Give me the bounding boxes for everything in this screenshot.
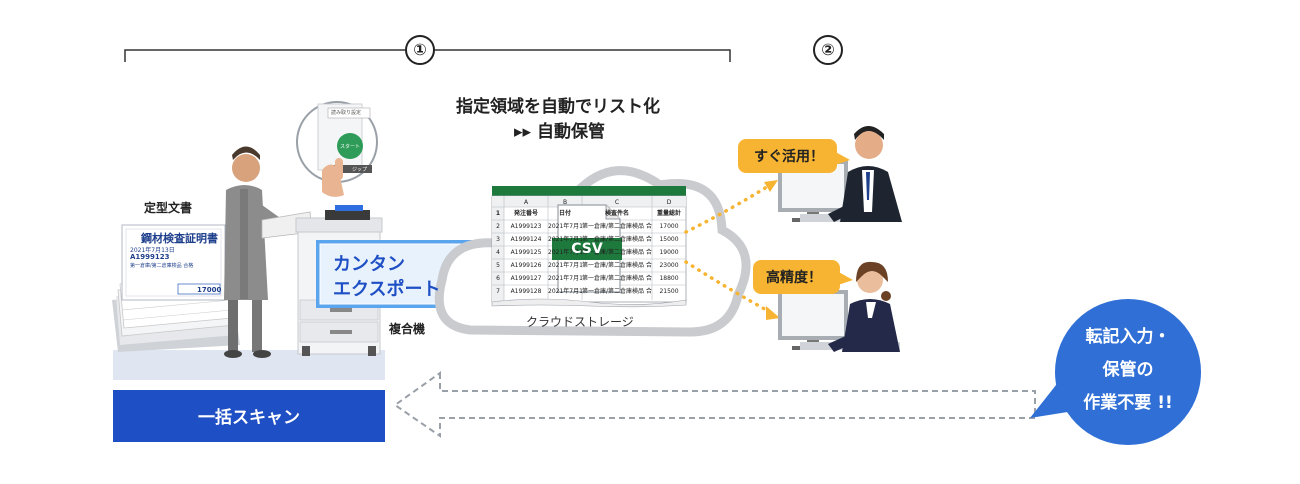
panel-top-label: 読み取り設定 <box>331 110 362 116</box>
spreadsheet-cell: A1999128 <box>510 288 542 295</box>
spreadsheet-cell: A1999125 <box>510 249 542 256</box>
worker-illustration <box>224 146 313 358</box>
certificate-document <box>121 224 226 301</box>
spreadsheet-cell: 7 <box>496 288 500 295</box>
spreadsheet-cell: 2021年7月16日 <box>548 262 582 269</box>
step1-number: ① <box>405 35 435 65</box>
step1-bracket <box>124 49 731 62</box>
spreadsheet-cell: 3 <box>496 236 500 243</box>
spreadsheet-cell: 第一倉庫/第二倉庫検品 合格 <box>582 275 652 282</box>
spreadsheet-cell: 発注番号 <box>513 210 538 217</box>
certificate-id: A1999123 <box>130 253 170 261</box>
spreadsheet-cell: A <box>523 199 529 206</box>
callout-circle <box>1030 299 1201 445</box>
speech-bubble-top <box>738 139 850 173</box>
step2-number: ② <box>813 35 843 65</box>
control-panel-zoom <box>296 101 378 197</box>
spreadsheet-cell: A1999123 <box>510 223 542 230</box>
panel-start-button: スタート <box>340 144 361 150</box>
bubble-top-text: すぐ活用！ <box>754 149 824 165</box>
spreadsheet-cell: 1 <box>495 210 501 217</box>
spreadsheet-cell: 5 <box>496 262 500 269</box>
spreadsheet-cell: 23000 <box>659 262 679 269</box>
spreadsheet-cell: 21500 <box>659 288 679 295</box>
certificate-title: 鋼材検査証明書 <box>141 232 218 245</box>
cloud-storage-label: クラウドストレージ <box>526 315 634 329</box>
spreadsheet-cell: C <box>614 199 620 206</box>
spreadsheet-cell: 19000 <box>659 249 679 256</box>
spreadsheet-cell: 日付 <box>558 210 571 217</box>
spreadsheet-cell: 2021年7月14日 <box>548 236 582 243</box>
woman-illustration <box>778 261 900 352</box>
callout-line3: 作業不要 !! <box>1083 393 1173 413</box>
callout-line2: 保管の <box>1102 360 1154 380</box>
headline-line2: ▸▸ 自動保管 <box>514 122 605 142</box>
spreadsheet-cell: 18800 <box>659 275 679 282</box>
spreadsheet-cell: 第一倉庫/第二倉庫検品 合格 <box>582 262 652 269</box>
spreadsheet-cell: 第一倉庫/第二倉庫検品 合格 <box>582 288 652 295</box>
document-label: 定型文書 <box>144 201 193 215</box>
spreadsheet-cell: 2021年7月17日 <box>548 275 582 282</box>
spreadsheet-cell: 重量総計 <box>656 210 681 217</box>
certificate-date: 2021年7月13日 <box>130 247 175 254</box>
spreadsheet-cell: 検査件名 <box>604 210 629 217</box>
spreadsheet-cell: 2021年7月13日 <box>548 223 582 230</box>
dotted-arrows <box>684 183 772 314</box>
spreadsheet-cell: 第一倉庫/第二倉庫検品 合格 <box>582 223 652 230</box>
spreadsheet-cell: A1999126 <box>510 262 542 269</box>
spreadsheet-cell: 第一倉庫/第二倉庫検品 合格 <box>582 249 652 256</box>
bubble-bottom-text: 高精度！ <box>766 270 822 286</box>
scan-bar <box>113 390 385 442</box>
platform <box>113 350 385 380</box>
spreadsheet-cell: B <box>562 199 568 206</box>
speech-bubble-bottom <box>753 260 853 294</box>
headline-line1: 指定領域を自動でリスト化 <box>456 97 660 117</box>
export-badge-line1: カンタン <box>333 254 405 275</box>
panel-bottom-label: ジップ <box>352 167 368 173</box>
callout-line1: 転記入力・ <box>1085 327 1171 347</box>
spreadsheet-cell: 4 <box>496 249 500 256</box>
spreadsheet-cell: 第一倉庫/第二倉庫検品 合格 <box>582 236 652 243</box>
spreadsheet-cell: 2021年7月15日 <box>548 249 582 256</box>
spreadsheet-cell: A1999127 <box>510 275 542 282</box>
csv-file-icon <box>552 204 622 293</box>
spreadsheet-cell: D <box>666 199 672 206</box>
spreadsheet-cell: 15000 <box>659 236 679 243</box>
return-arrow <box>393 371 1036 438</box>
spreadsheet-cell: 2 <box>496 223 500 230</box>
csv-label: CSV <box>571 241 603 257</box>
paper-stack <box>112 273 240 352</box>
export-badge-line2: エクスポート <box>333 279 441 300</box>
mfp-label: 複合機 <box>389 322 426 336</box>
spreadsheet-cell: 6 <box>496 275 500 282</box>
certificate-amount: 17000 <box>197 286 222 294</box>
spreadsheet-cell: 17000 <box>659 223 679 230</box>
certificate-subtitle: 第一倉庫/第二倉庫検品 合格 <box>130 263 194 269</box>
scan-label: 一括スキャン <box>198 408 300 428</box>
spreadsheet-cell: A1999124 <box>510 236 542 243</box>
spreadsheet-cell: 2021年7月18日 <box>548 288 582 295</box>
